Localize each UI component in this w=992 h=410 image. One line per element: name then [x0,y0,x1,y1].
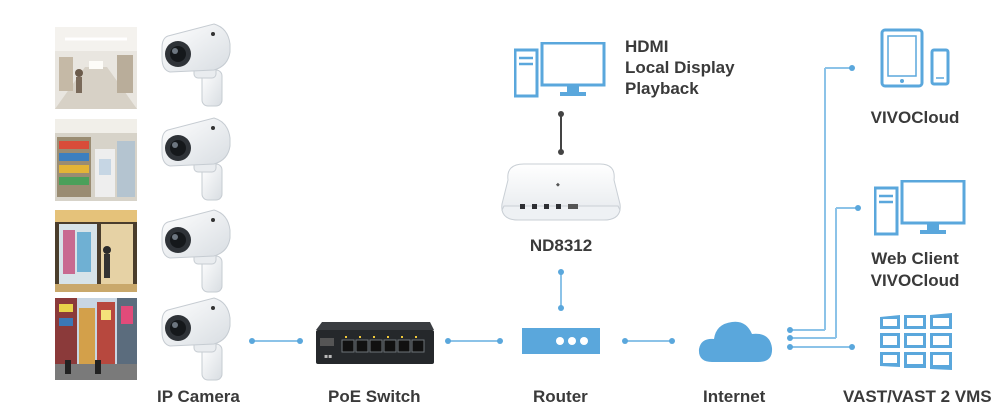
desktop-computer-icon [874,180,966,236]
bullet-camera-icon [161,117,231,201]
nvr-icon: ◆ [501,163,621,221]
nvr-label: ND8312 [529,236,593,255]
scene-retail-store [55,27,137,109]
web-client-label-line1: Web Client [871,249,959,268]
svg-text:▪▪: ▪▪ [324,353,332,360]
bullet-camera-icon [161,23,231,107]
router-icon [522,328,600,354]
desktop-computer-icon [514,42,606,98]
video-wall-icon [880,313,952,370]
cloud-icon [698,321,773,362]
vms-label: VAST/VAST 2 VMS [843,387,992,406]
poe-switch-icon: ▪▪ [316,322,434,364]
hdmi-label-line2: Local Display [625,58,735,77]
internet-label: Internet [703,387,766,406]
web-client-label-line2: VIVOCloud [870,271,960,290]
svg-text:◆: ◆ [556,182,560,188]
tablet-phone-icon [880,28,950,88]
hdmi-label-line1: HDMI [625,37,669,56]
hdmi-label-line3: Playback [625,79,699,98]
poe-switch-label: PoE Switch [328,387,421,406]
router-label: Router [533,387,588,406]
ip-camera-label: IP Camera [157,387,240,406]
scene-shop-window [55,210,137,292]
vivocloud-label: VIVOCloud [870,108,960,127]
bullet-camera-icon [161,297,231,381]
scene-convenience-store [55,119,137,201]
bullet-camera-icon [161,209,231,293]
scene-city-street [55,298,137,380]
